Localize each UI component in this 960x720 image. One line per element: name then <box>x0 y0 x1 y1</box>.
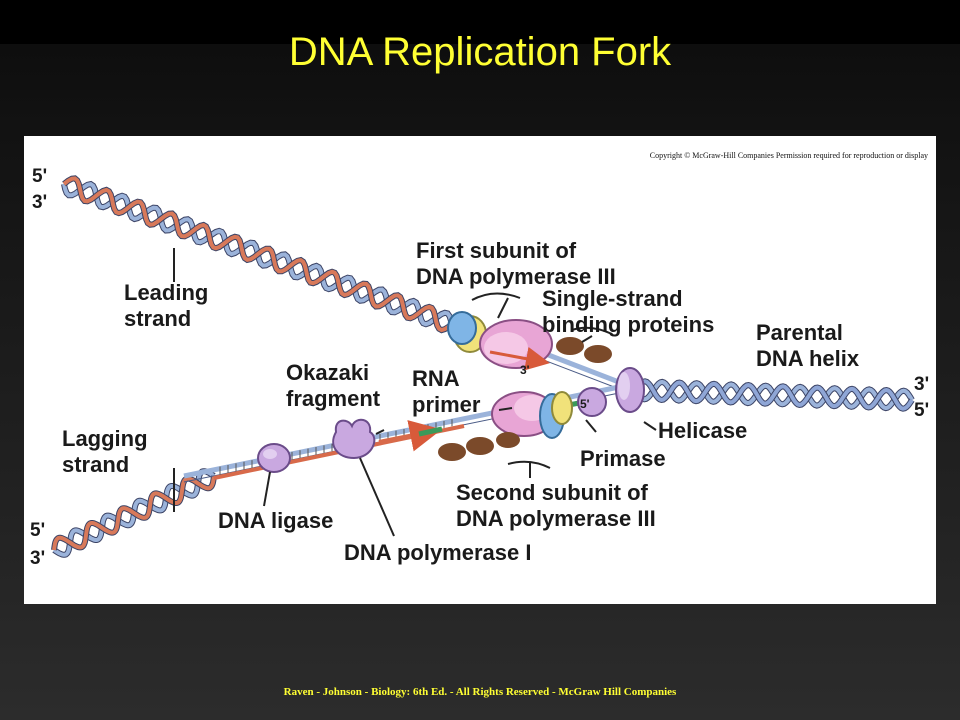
lagging-5-prime: 5' <box>580 397 590 411</box>
right-3-prime: 3' <box>914 374 929 395</box>
top-bar <box>0 0 960 44</box>
parental-dna-helix <box>633 378 915 412</box>
slide-title: DNA Replication Fork <box>288 30 672 74</box>
lagging-parent-helix <box>51 468 217 558</box>
leader-lines <box>173 248 657 537</box>
single-strand-binding-proteins <box>438 337 612 461</box>
copyright-notice: Copyright © McGraw-Hill Companies Permis… <box>650 151 928 160</box>
helicase <box>615 367 645 413</box>
first-subunit-dna-polymerase-iii <box>447 311 553 371</box>
top-left-5-prime: 5' <box>32 166 47 187</box>
label-primase: Primase <box>580 446 666 471</box>
label-rna-primer: RNA primer <box>412 366 481 417</box>
leading-parent-helix <box>61 175 487 345</box>
label-second-subunit: Second subunit of DNA polymerase III <box>456 480 656 531</box>
leading-3-prime: 3' <box>520 363 530 377</box>
bottom-left-3-prime: 3' <box>30 548 45 569</box>
top-left-3-prime: 3' <box>32 192 47 213</box>
label-lagging-strand: Lagging strand <box>62 426 154 477</box>
label-dna-ligase: DNA ligase <box>218 508 333 533</box>
bottom-left-5-prime: 5' <box>30 520 45 541</box>
label-parental-dna-helix: Parental DNA helix <box>756 320 860 371</box>
right-5-prime: 5' <box>914 400 929 421</box>
diagram-panel: Copyright © McGraw-Hill Companies Permis… <box>24 136 936 604</box>
dna-polymerase-i <box>332 418 376 460</box>
label-dna-polymerase-i: DNA polymerase I <box>344 540 531 565</box>
second-subunit-dna-polymerase-iii <box>491 391 573 439</box>
label-helicase: Helicase <box>658 418 747 443</box>
slide-footer: Raven - Johnson - Biology: 6th Ed. - All… <box>283 686 677 698</box>
primase <box>577 387 607 417</box>
dna-ligase <box>257 443 291 473</box>
label-okazaki-fragment: Okazaki fragment <box>286 360 381 411</box>
replication-fork-diagram: Copyright © McGraw-Hill Companies Permis… <box>30 151 929 569</box>
label-single-strand-binding-proteins: Single-strand binding proteins <box>542 286 714 337</box>
label-first-subunit: First subunit of DNA polymerase III <box>416 238 616 289</box>
label-leading-strand: Leading strand <box>124 280 214 331</box>
